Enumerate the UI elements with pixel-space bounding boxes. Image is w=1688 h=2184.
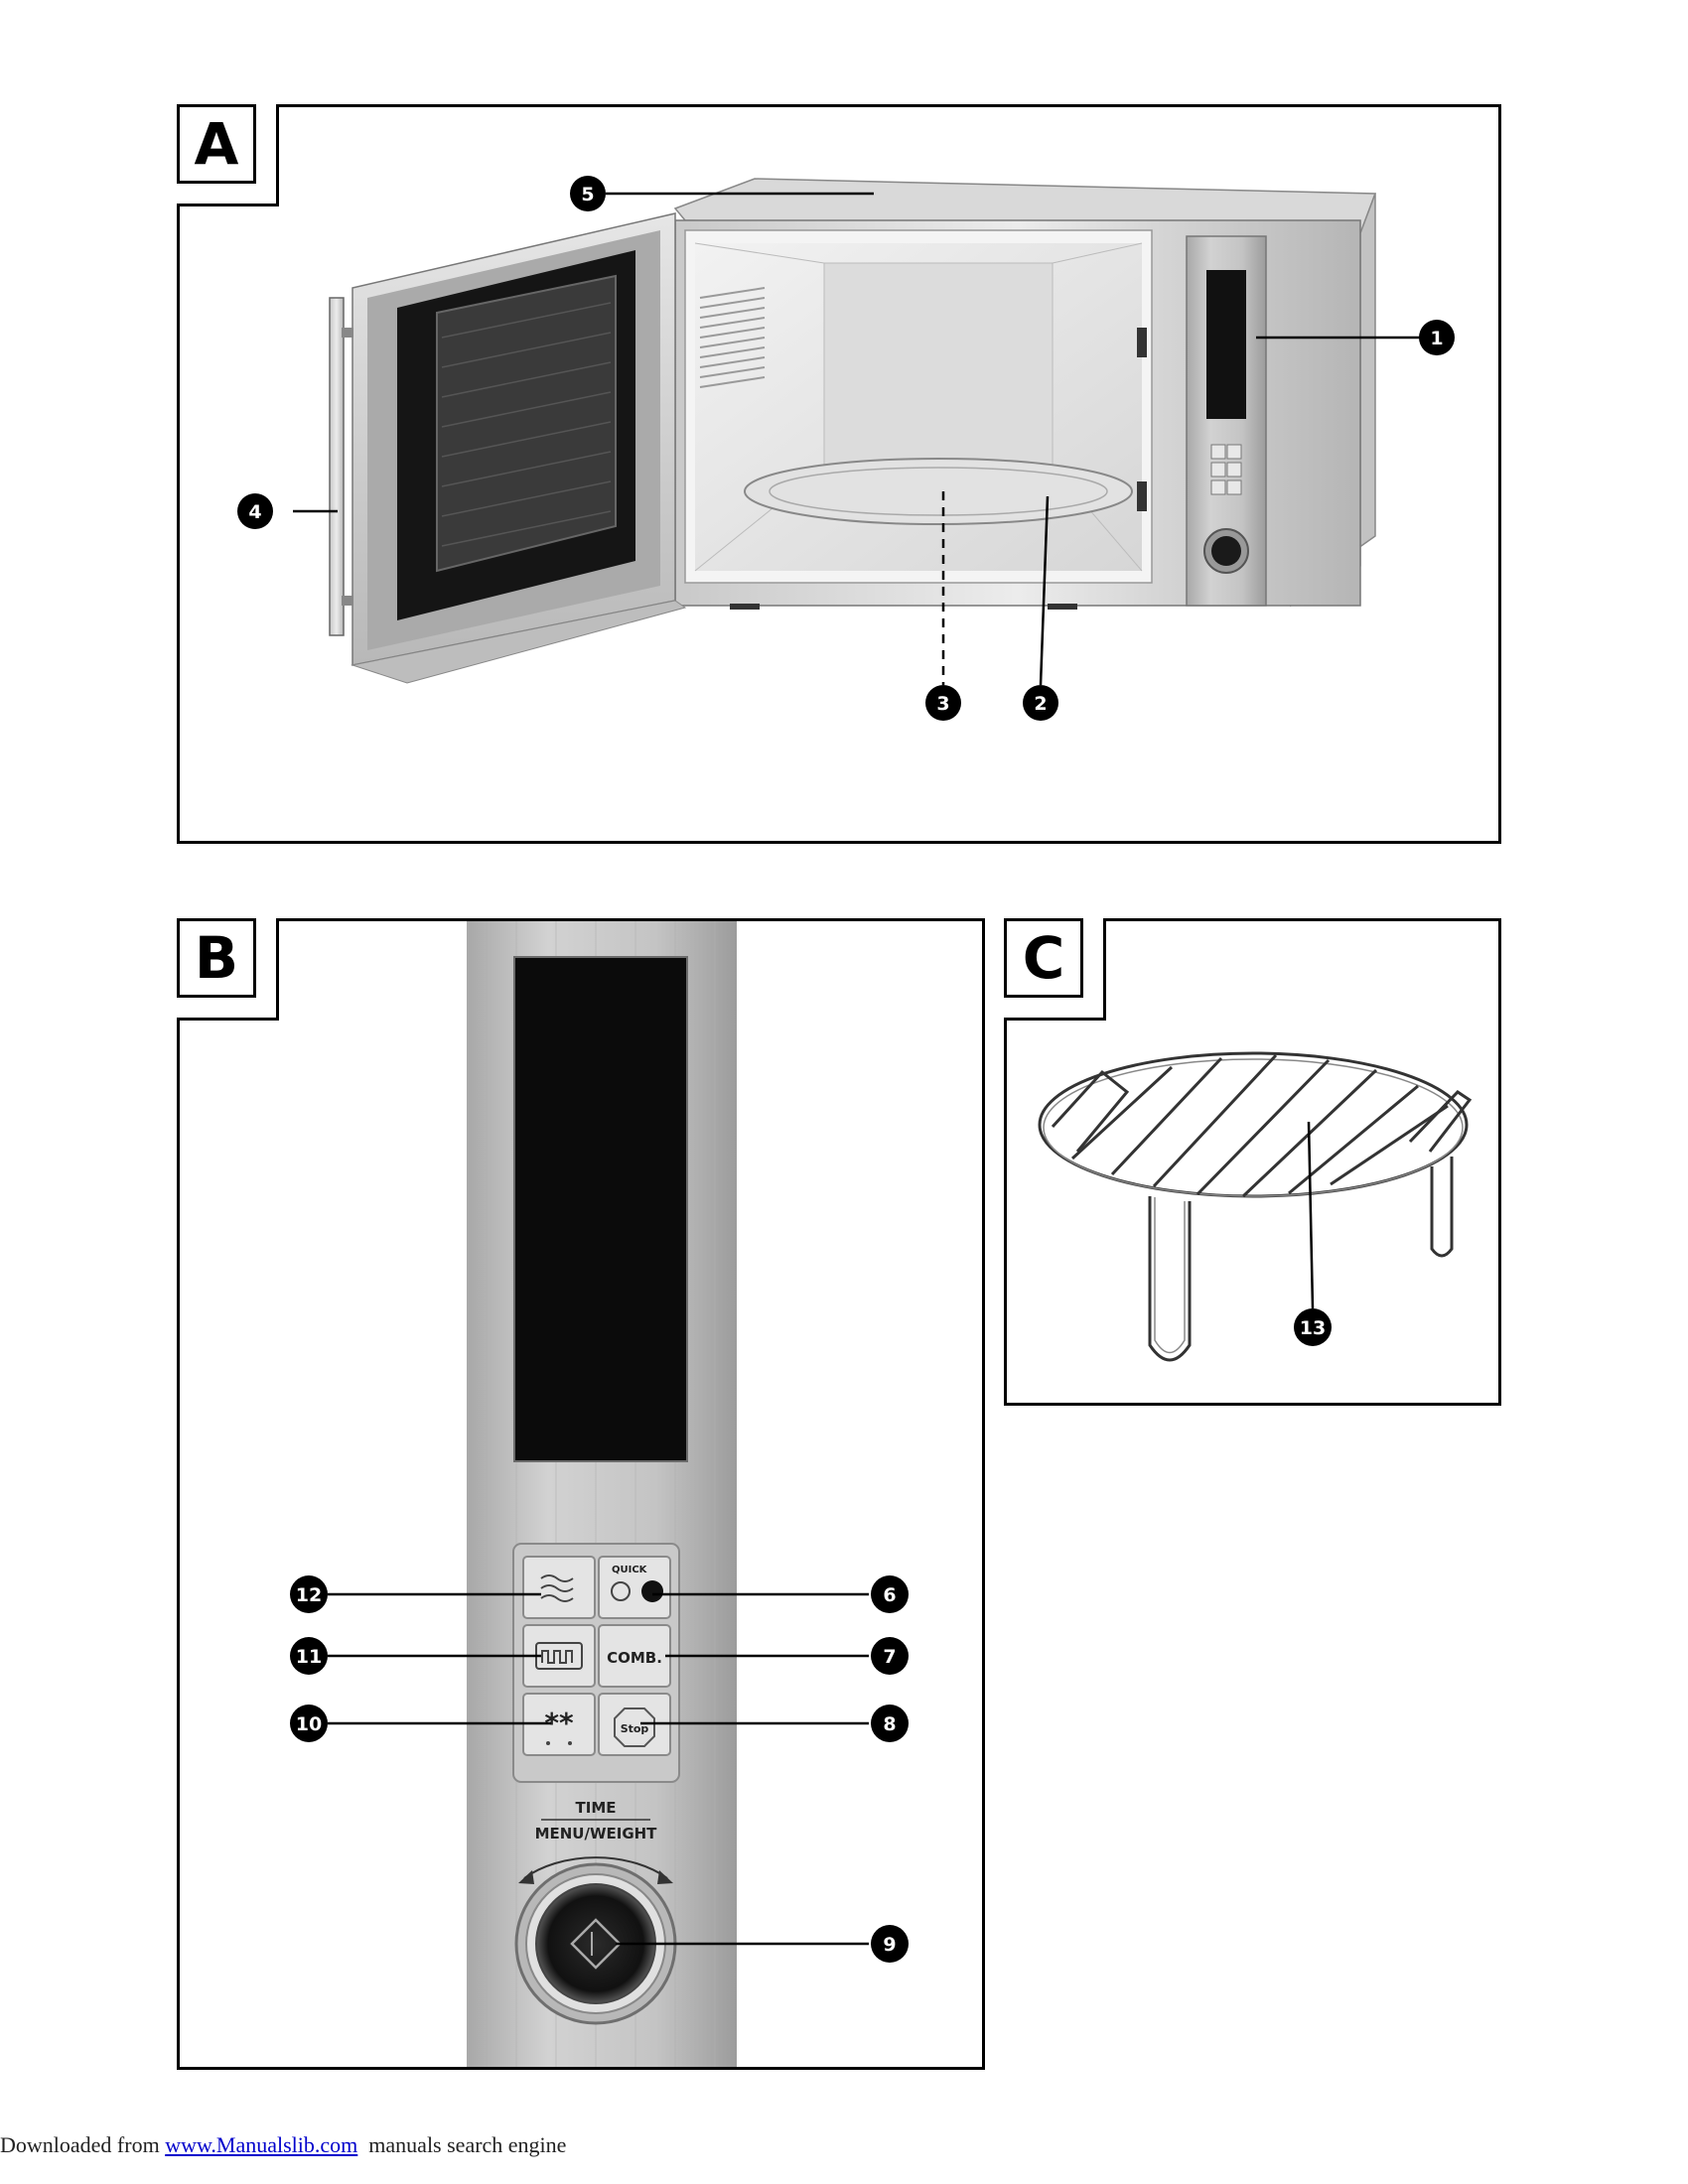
svg-text:1: 1 [1430,328,1443,349]
svg-text:10: 10 [296,1713,322,1735]
footer-prefix: Downloaded from [0,2132,166,2157]
panel-c-label: C [1004,918,1083,998]
svg-text:11: 11 [296,1646,322,1668]
svg-text:6: 6 [883,1584,896,1606]
callout-badge-5: 5 [570,176,606,211]
svg-text:5: 5 [581,184,594,205]
callout-lines-a [293,192,1420,686]
callout-badge-10: 10 [290,1705,328,1742]
svg-text:9: 9 [883,1934,896,1956]
quick-start-button-shape [598,1556,671,1619]
callout-badge-6: 6 [871,1575,909,1613]
callout-badge-13: 13 [1294,1308,1332,1346]
quick-dot-icon [641,1580,663,1602]
svg-text:8: 8 [883,1713,896,1735]
stop-octagon-icon [614,1707,655,1747]
microwave-body [673,178,1377,610]
microwave-door [329,212,687,684]
panel-b-label: B [177,918,256,998]
callout-badge-1: 1 [1419,320,1455,355]
svg-text:2: 2 [1034,693,1047,715]
panel-b-tab: B [177,918,279,1021]
panel-c: C [1004,918,1501,1406]
svg-text:12: 12 [296,1584,322,1606]
manualslib-link[interactable]: www.Manualslib.com [165,2132,358,2157]
callout-line-13 [1307,1121,1315,1309]
callout-badge-9: 9 [871,1925,909,1963]
microwave-waves-icon [540,1574,574,1602]
start-diamond-icon [570,1918,622,1970]
display-window [513,956,688,1462]
svg-text:QUICK: QUICK [612,1565,648,1575]
callout-badge-8: 8 [871,1705,909,1742]
panel-a-tab: A [177,104,279,206]
callout-badge-4: 4 [237,493,273,529]
footer: Downloaded from www.Manualslib.com manua… [0,2132,566,2158]
footer-suffix: manuals search engine [357,2132,567,2157]
microwave-button-shape [522,1556,596,1619]
svg-text:TIME: TIME [576,1799,617,1817]
callout-badge-2: 2 [1023,685,1058,721]
callout-badge-3: 3 [925,685,961,721]
svg-text:COMB.: COMB. [607,1649,662,1667]
svg-text:7: 7 [883,1646,896,1668]
svg-text:4: 4 [248,501,261,523]
callout-badge-12: 12 [290,1575,328,1613]
grill-icon [541,1650,573,1664]
svg-text:MENU/WEIGHT: MENU/WEIGHT [535,1825,658,1843]
svg-text:13: 13 [1300,1317,1326,1339]
quick-clock-icon [611,1581,631,1601]
panel-c-tab: C [1004,918,1106,1021]
svg-text:Stop: Stop [621,1722,649,1735]
callout-lines-b [328,1592,869,1946]
callout-badge-7: 7 [871,1637,909,1675]
callout-badge-11: 11 [290,1637,328,1675]
panel-a-label: A [177,104,256,184]
svg-text:3: 3 [936,693,949,715]
